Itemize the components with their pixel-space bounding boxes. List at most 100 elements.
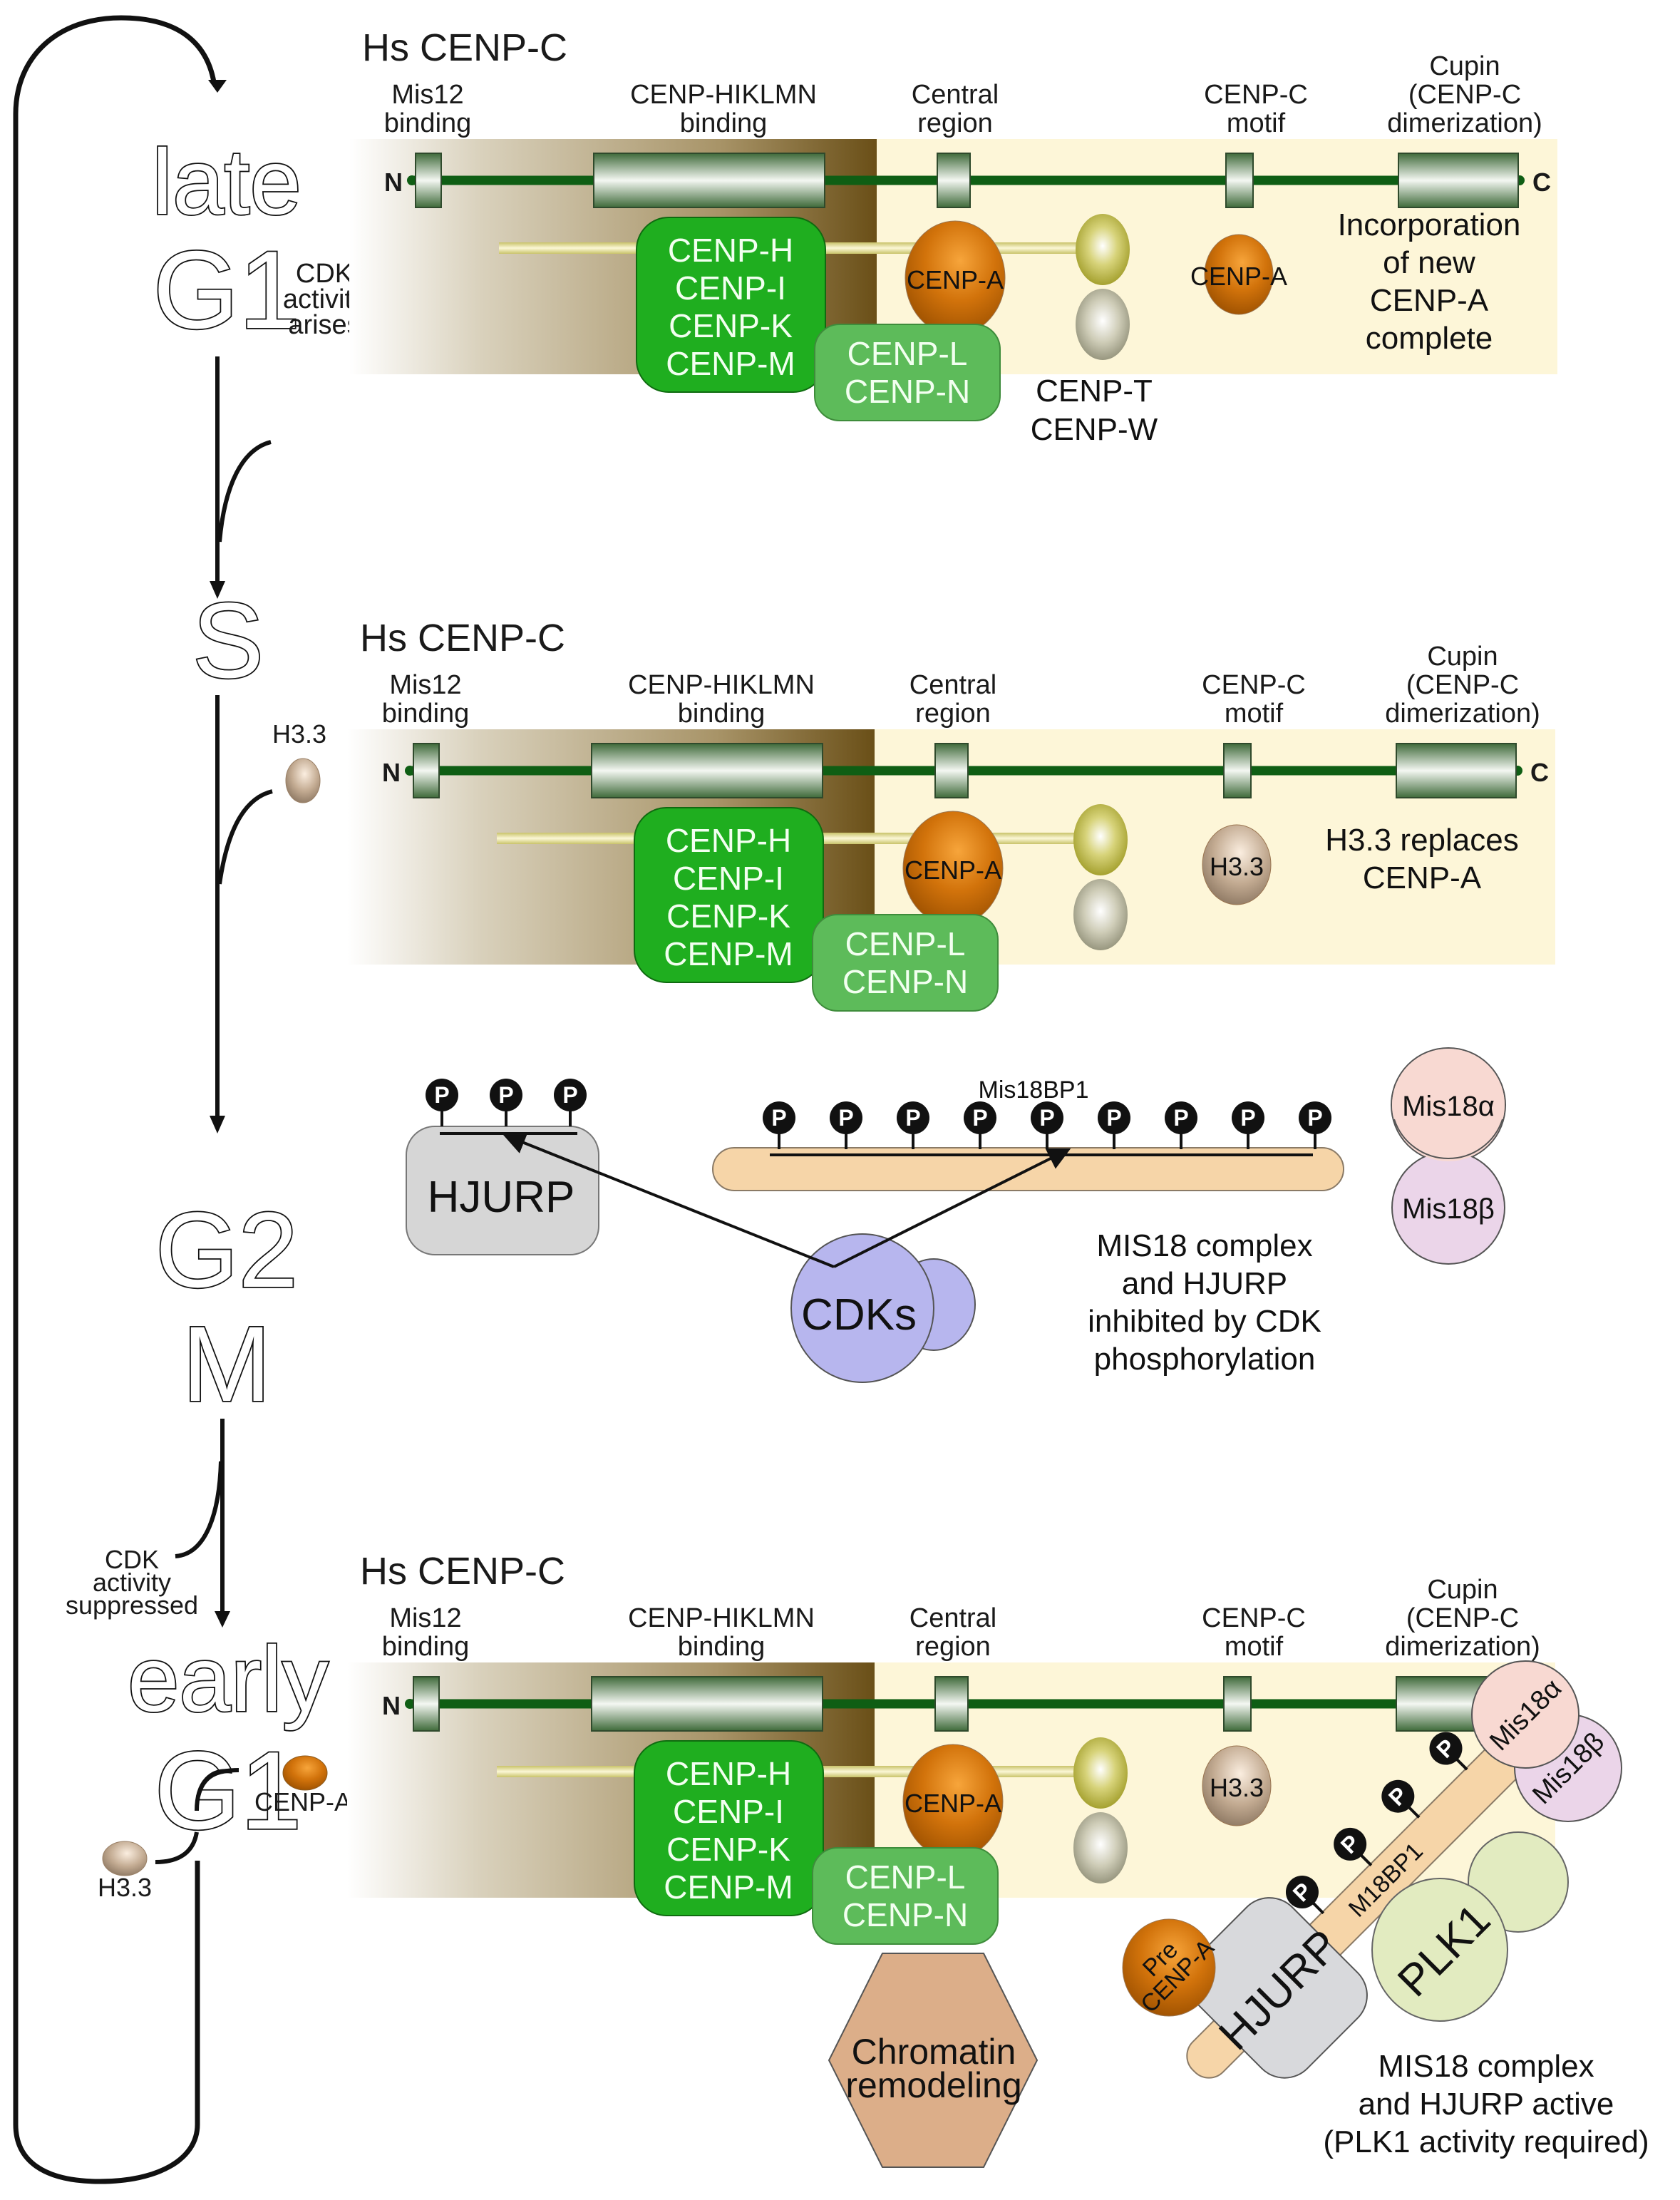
hikm-label: CENP-M — [664, 1869, 793, 1906]
mis18b-label: Mis18β — [1402, 1193, 1495, 1225]
panel4-caption-line1: MIS18 complex — [1378, 2049, 1594, 2084]
phospho-site: P — [1031, 1101, 1063, 1149]
n-terminus-label: N — [382, 758, 401, 787]
phospho-label: P — [905, 1105, 920, 1131]
cenp-hikm-complex — [634, 1740, 824, 1916]
domain-label: CENP-C — [1202, 1603, 1306, 1633]
panel2-caption-line2: CENP-A — [1363, 860, 1482, 895]
chromatin-remodeling-hexagon — [828, 1953, 1039, 2168]
hikm-label: CENP-I — [673, 860, 784, 897]
n-terminus-dot — [405, 766, 415, 776]
domain-label: binding — [382, 699, 470, 729]
phospho-label: P — [498, 1082, 513, 1108]
phospho-label: P — [1307, 1105, 1322, 1131]
cenp-hikm-complex — [634, 807, 824, 983]
phase-late-g1-label: G1 — [153, 228, 301, 351]
phospho-site: P — [830, 1101, 862, 1149]
hikm-label: CENP-M — [666, 345, 795, 382]
hikm-label: CENP-K — [666, 898, 790, 935]
cenpt-ball — [1073, 1737, 1128, 1809]
plk1-body — [1371, 1878, 1508, 2022]
cdk-suppressed-line3: suppressed — [66, 1590, 198, 1620]
cenpt-ball — [1076, 214, 1130, 285]
phospho-site: P — [1429, 1732, 1468, 1771]
phospho-icon — [1381, 1779, 1415, 1813]
cycle-arrowhead-top — [208, 80, 227, 93]
mis18bp1-label: Mis18BP1 — [979, 1076, 1089, 1104]
phospho-icon — [1285, 1876, 1319, 1909]
hjurp-box — [406, 1126, 599, 1255]
phospho-icon — [1334, 1827, 1367, 1861]
phospho-icon — [1299, 1101, 1331, 1134]
hikm-label: CENP-H — [668, 232, 793, 269]
panel2-caption-line1: H3.3 replaces — [1325, 823, 1518, 858]
domain-label: CENP-C — [1202, 670, 1306, 700]
phospho-site: P — [964, 1101, 996, 1149]
domain-label: Cupin — [1427, 1575, 1498, 1605]
domain-label: CENP-HIKLMN — [630, 80, 817, 110]
cenpc-title: Hs CENP-C — [360, 1550, 565, 1593]
cenpa-early-label: CENP-A — [254, 1787, 351, 1816]
domain-label: (CENP-C — [1408, 80, 1521, 110]
h33-motif-label: H3.3 — [1210, 852, 1264, 881]
cdk-arrow-hjurp — [503, 1132, 835, 1268]
remodeling-line2: remodeling — [845, 2065, 1021, 2105]
c-terminus-label: C — [1530, 758, 1549, 787]
domain-box — [413, 743, 440, 798]
cenpc-title: Hs CENP-C — [362, 26, 567, 69]
panel4-caption-line3: (PLK1 activity required) — [1323, 2124, 1649, 2159]
cenpa-histone-icon — [282, 1755, 328, 1791]
hikm-label: CENP-K — [669, 307, 793, 344]
cycle-arrowhead-g2 — [210, 1116, 225, 1134]
hikm-label: CENP-H — [666, 822, 791, 859]
ln-label: CENP-L — [847, 335, 968, 372]
domain-label: binding — [680, 108, 768, 138]
n-terminus-label: N — [382, 1691, 401, 1720]
mis18a-label: Mis18α — [1402, 1091, 1495, 1122]
phase-early-label: early — [128, 1627, 329, 1731]
phospho-icon — [897, 1101, 929, 1134]
cell-cycle-loop: late G1 CDK activity arises S H3.3 G2 M … — [13, 15, 366, 2184]
phospho-label: P — [838, 1105, 853, 1131]
c-terminus-label: C — [1532, 168, 1551, 197]
panel4-caption-line2: and HJURP active — [1359, 2087, 1614, 2122]
phospho-site: P — [1299, 1101, 1331, 1149]
cenp-ln-complex — [812, 1847, 999, 1945]
mis18a-outline — [1393, 1119, 1503, 1159]
panel1-caption-line1: Incorporation — [1338, 207, 1521, 242]
cdks-body — [790, 1233, 934, 1383]
panel-early-g1: Hs CENP-CMis12bindingCENP-HIKLMNbindingC… — [347, 1550, 1555, 1945]
cenp-ln-complex — [812, 914, 999, 1012]
ln-label: CENP-L — [845, 925, 966, 962]
domain-label: motif — [1225, 1632, 1284, 1662]
hikm-label: CENP-H — [666, 1755, 791, 1792]
h33-histone-icon-early — [102, 1841, 148, 1876]
ln-label: CENP-L — [845, 1859, 966, 1896]
cdk-suppressed-line1: CDK — [105, 1545, 159, 1574]
phospho-site: P — [1098, 1101, 1130, 1149]
domain-box — [934, 1676, 969, 1732]
domain-box — [1223, 743, 1252, 798]
domain-label: region — [915, 699, 991, 729]
phase-early-g1-label: G1 — [155, 1729, 302, 1852]
domain-label: Mis12 — [391, 80, 463, 110]
cenpw-ball — [1076, 289, 1130, 360]
hikm-label: CENP-I — [675, 269, 786, 307]
cenp-hikm-complex — [636, 217, 826, 393]
phospho-site: P — [897, 1101, 929, 1149]
domain-label: Mis12 — [389, 670, 461, 700]
cdk-arises-arrow — [217, 440, 272, 543]
domain-label: CENP-HIKLMN — [628, 1603, 815, 1633]
panel1-extras: CENP-A Incorporation of new CENP-A compl… — [1031, 207, 1521, 447]
phospho-icon — [490, 1079, 522, 1111]
hikm-label: CENP-M — [664, 935, 793, 972]
phase-g2-label: G2 — [155, 1190, 298, 1310]
domain-box — [591, 743, 823, 798]
hjurp-active-box — [1186, 1897, 1368, 2079]
pre-cenpa-ball — [1122, 1918, 1216, 2017]
phospho-label: P — [1106, 1105, 1121, 1131]
phase-late-label: late — [152, 130, 302, 234]
domain-label: Cupin — [1429, 51, 1500, 81]
